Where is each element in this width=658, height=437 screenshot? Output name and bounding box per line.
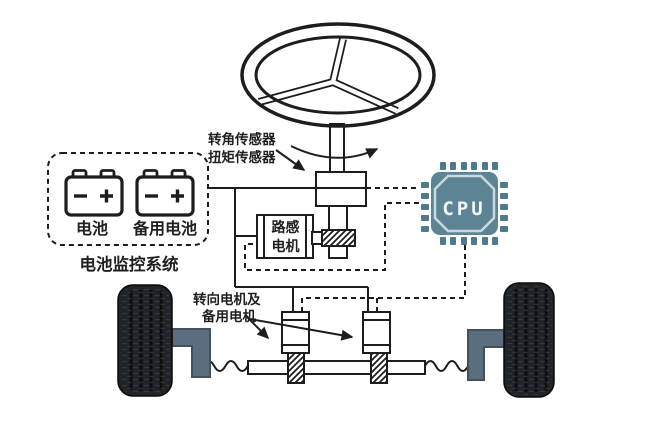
steering-column-upper — [329, 123, 345, 173]
road-feel-motor-outline — [256, 214, 314, 259]
tire-tread — [120, 287, 170, 394]
road-feel-label-line2: 电机 — [272, 238, 300, 254]
right-pinion-hatch — [371, 353, 387, 383]
tire-tread — [506, 285, 552, 395]
motor-body — [362, 311, 391, 354]
battery-icon — [64, 169, 124, 217]
cpu-pins — [421, 162, 508, 245]
rotation-arrow — [290, 145, 379, 159]
battery-body — [64, 175, 124, 217]
plus-sign — [100, 189, 113, 203]
steering-wheel-icon — [240, 22, 436, 173]
angle-sensor-label: 转角传感器 — [208, 131, 276, 147]
callouts: 转角传感器 扭矩传感器 转向电机及 备用电机 — [193, 131, 354, 341]
left-pinion-hatch — [288, 353, 304, 383]
power-lines — [207, 187, 369, 312]
backup-battery-label: 备用电池 — [132, 219, 197, 238]
cpu-to-motors-line — [301, 245, 466, 312]
motor-end-lines — [263, 215, 307, 258]
right-steering-knuckle — [467, 329, 507, 381]
battery-system-dashed-box — [47, 152, 209, 246]
motor-cap-lines — [282, 319, 309, 346]
wheel-outer-rim — [240, 22, 436, 128]
motor-shaft-stub — [311, 231, 323, 245]
cpu-chip-icon: CPU — [421, 162, 508, 245]
signal-lines — [244, 187, 466, 312]
motor-body — [281, 311, 310, 354]
tire-icon-right — [503, 282, 555, 398]
worm-coupling-hatch — [322, 230, 355, 246]
left-steering-motor — [281, 311, 310, 354]
right-tie-rod-spring — [424, 360, 470, 372]
road-feel-motor-box: 路感 电机 — [256, 214, 314, 259]
right-steering-motor — [362, 311, 391, 354]
tire-icon-left — [117, 284, 173, 397]
left-motor-callout-arrow — [246, 316, 270, 340]
tire-outline — [117, 284, 173, 397]
steering-column-assembly: 路感 电机 — [256, 171, 367, 259]
wheel-inner-rim — [254, 35, 422, 115]
battery-label: 电池 — [76, 219, 108, 238]
cpu-octagon-outline — [433, 174, 496, 233]
battery-body — [135, 175, 195, 217]
rack-assembly — [202, 311, 470, 384]
left-steering-knuckle — [171, 328, 211, 378]
cpu-to-road-feel-line — [244, 202, 419, 271]
battery-monitoring-system-label: 电池监控系统 — [80, 254, 180, 274]
sensor-callout-arrow — [275, 149, 306, 171]
worm-coupling-outline — [321, 229, 356, 247]
battery-monitoring-system: 电池 备用电池 电池监控系统 — [47, 152, 209, 274]
motor-cap-lines — [363, 319, 390, 346]
torque-sensor-label: 扭矩传感器 — [208, 149, 276, 165]
right-motor-callout-arrow — [249, 318, 354, 341]
road-feel-label-line1: 路感 — [272, 219, 300, 235]
cpu-label: CPU — [442, 198, 485, 220]
steering-motor-label-line2: 备用电机 — [201, 308, 256, 324]
plus-sign — [171, 189, 184, 203]
cpu-body — [431, 172, 498, 235]
backup-battery-icon — [135, 169, 195, 217]
tire-outline — [503, 282, 555, 398]
steering-rack — [247, 360, 426, 375]
steering-motor-label-line1: 转向电机及 — [193, 291, 261, 307]
